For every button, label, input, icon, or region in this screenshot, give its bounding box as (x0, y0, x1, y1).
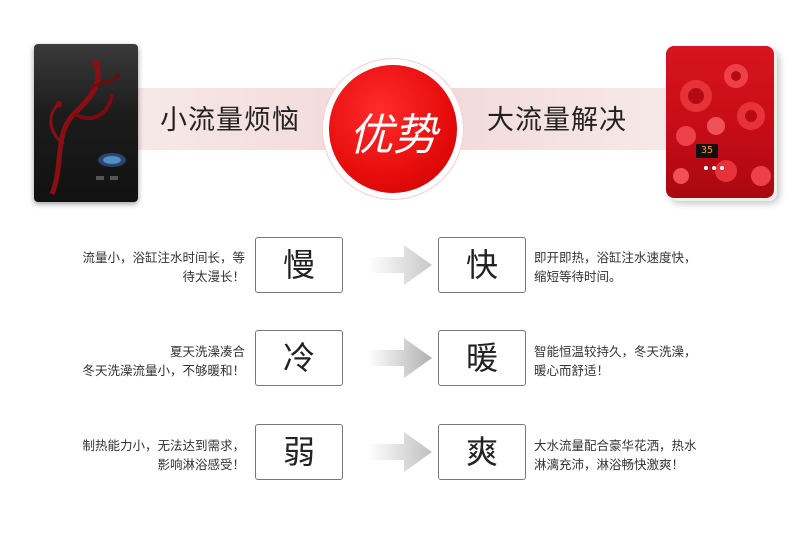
red-swirl-decoration (49, 60, 126, 195)
row2-problem-text: 夏天洗澡凑合 冬天洗澡流量小，不够暖和！ (40, 342, 245, 380)
small-flow-label: 小流量烦恼 (160, 105, 300, 136)
row2-after-box: 暖 (438, 330, 526, 386)
row3-problem-text: 制热能力小，无法达到需求， 影响淋浴感受！ (40, 436, 245, 474)
advantage-badge: 优势 (329, 65, 457, 193)
row3-problem-line2: 影响淋浴感受！ (157, 457, 245, 472)
row1-solution-line2: 缩短等待时间。 (534, 269, 622, 284)
row2-solution-line2: 暖心而舒适！ (534, 363, 610, 378)
row3-solution-text: 大水流量配合豪华花洒，热水 淋漓充沛，淋浴畅快激爽！ (534, 436, 754, 474)
row1-problem-line2: 待太漫长！ (182, 269, 245, 284)
advantage-badge-text: 优势 (349, 110, 437, 161)
row2-problem-line1: 夏天洗澡凑合 (169, 344, 245, 359)
row2-solution-text: 智能恒温较持久，冬天洗澡， 暖心而舒适！ (534, 342, 754, 380)
row1-problem-text: 流量小，浴缸注水时间长，等 待太漫长！ (40, 248, 245, 286)
row1-arrow-icon (368, 245, 432, 285)
row3-before-box: 弱 (255, 424, 343, 480)
temperature-display: 35 (700, 145, 714, 156)
row3-after-box: 爽 (438, 424, 526, 480)
old-water-heater-image (34, 44, 138, 202)
row1-solution-text: 即开即热，浴缸注水速度快， 缩短等待时间。 (534, 248, 754, 286)
row3-solution-line2: 淋漓充沛，淋浴畅快激爽！ (534, 457, 685, 472)
row2-solution-line1: 智能恒温较持久，冬天洗澡， (534, 344, 697, 359)
floral-decoration (673, 64, 771, 186)
row3-solution-line1: 大水流量配合豪华花洒，热水 (534, 438, 697, 453)
row1-problem-line1: 流量小，浴缸注水时间长，等 (82, 250, 245, 265)
row1-after-box: 快 (438, 237, 526, 293)
row3-arrow-icon (368, 432, 432, 472)
large-flow-label: 大流量解决 (487, 105, 627, 136)
row2-problem-line2: 冬天洗澡流量小，不够暖和！ (82, 363, 245, 378)
row2-arrow-icon (368, 338, 432, 378)
row2-before-box: 冷 (255, 330, 343, 386)
row1-solution-line1: 即开即热，浴缸注水速度快， (534, 250, 697, 265)
row1-before-box: 慢 (255, 237, 343, 293)
row3-problem-line1: 制热能力小，无法达到需求， (82, 438, 245, 453)
new-water-heater-image: 35 (666, 46, 774, 198)
